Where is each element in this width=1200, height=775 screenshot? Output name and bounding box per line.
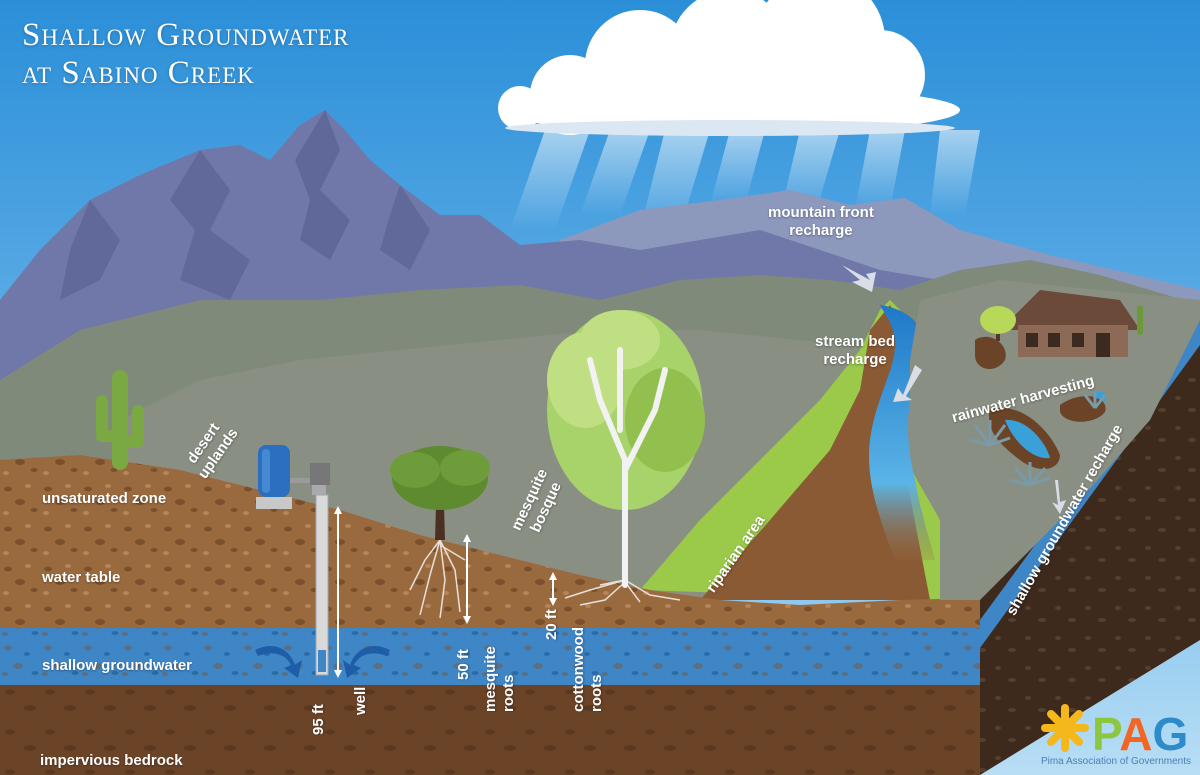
cottonwood-depth-label: 20 ft (543, 609, 560, 640)
mesquite-depth-label: 50 ft (455, 649, 472, 680)
label-line: stream bed (815, 333, 896, 350)
label-stream-bed-recharge: stream bed recharge (815, 333, 895, 369)
cottonwood-roots-label: cottonwood roots (570, 627, 606, 712)
title-line-1: Shallow Groundwater (22, 17, 350, 53)
pag-letter: G (1153, 708, 1189, 760)
label-unsaturated-zone: unsaturated zone (42, 490, 167, 507)
label-line: recharge (823, 351, 887, 368)
well-name-label: well (352, 686, 369, 715)
water-tank-icon (256, 445, 292, 509)
pag-letters: PAG (1092, 708, 1188, 760)
mesquite-tree-icon (390, 446, 490, 619)
mesquite-roots-label: mesquite roots (482, 646, 518, 712)
mountain-shading (60, 110, 430, 300)
measurement-lines (334, 506, 557, 678)
label-line: mountain front (768, 204, 874, 221)
well-depth-label: 95 ft (310, 704, 327, 735)
pag-logo: PAG (1092, 708, 1188, 760)
page-title: Shallow Groundwater at Sabino Creek (22, 16, 350, 92)
house-icon (1010, 290, 1140, 357)
rainwater-basins (975, 336, 1107, 470)
cottonwood-tree-icon (547, 310, 705, 606)
impervious-bedrock-layer (0, 685, 980, 775)
label-shallow-groundwater: shallow groundwater (42, 657, 193, 674)
label-line: roots (500, 674, 517, 713)
stream-channel (700, 305, 930, 600)
label-mountain-front-recharge: mountain front recharge (768, 204, 874, 240)
recharge-arrows (842, 265, 1066, 514)
agave-icon (969, 392, 1107, 487)
label-line: cottonwood (570, 627, 587, 712)
block-side-face (980, 320, 1200, 775)
title-line-2: at Sabino Creek (22, 55, 255, 91)
rain-shafts (510, 130, 980, 230)
shrub-icon (980, 306, 1016, 341)
shallow-groundwater-layer (0, 628, 980, 690)
label-impervious-bedrock: impervious bedrock (40, 752, 183, 769)
label-line: mesquite (482, 646, 499, 712)
pag-org-name: Pima Association of Governments (1040, 756, 1192, 767)
saguaro-icon (96, 370, 144, 470)
pag-star-icon (1041, 704, 1089, 752)
label-line: roots (588, 674, 605, 713)
groundwater-flow-arrows (255, 645, 390, 678)
label-line: recharge (789, 222, 853, 239)
label-water-table: water table (42, 569, 121, 586)
unsaturated-zone-soil (0, 455, 980, 640)
saguaro-small-icon (1137, 305, 1143, 335)
pag-letter: P (1092, 708, 1122, 760)
cloud-icon (498, 0, 960, 136)
well-casing (315, 494, 329, 676)
pag-letter: A (1119, 708, 1152, 760)
well-pump-icon (290, 463, 330, 495)
